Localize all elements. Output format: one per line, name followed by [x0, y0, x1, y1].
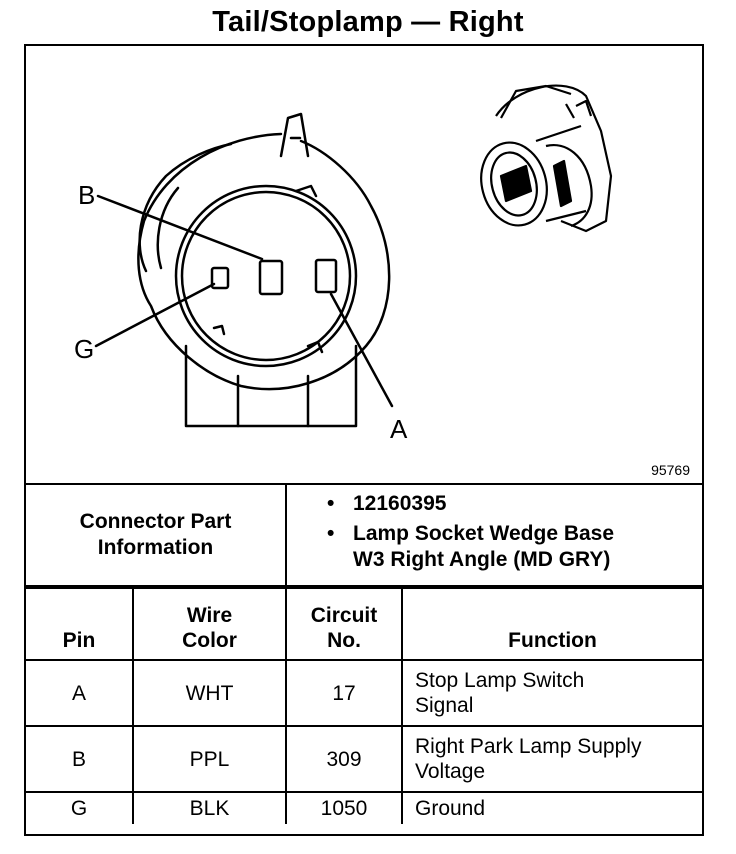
part-description-line1: Lamp Socket Wedge Base [353, 522, 615, 545]
connector-key-top [294, 184, 318, 198]
bullet-icon: • [327, 492, 335, 515]
connector-base [184, 344, 358, 428]
connector-part-info-list: • 12160395 • Lamp Socket Wedge Base W3 R… [287, 485, 702, 585]
label-g: G [74, 334, 94, 364]
part-description: Lamp Socket Wedge Base W3 Right Angle (M… [353, 521, 702, 573]
header-function: Function [401, 587, 702, 661]
list-item: • Lamp Socket Wedge Base W3 Right Angle … [287, 521, 702, 573]
cell-circuit: 1050 [285, 791, 403, 824]
connector-outer-shell [137, 132, 391, 391]
cell-circuit: 17 [285, 659, 403, 727]
cell-function: Stop Lamp Switch Signal [401, 659, 702, 727]
connector-left-arm [138, 142, 233, 273]
info-label-line1: Connector Part [79, 510, 232, 533]
pin-g-terminal [210, 266, 230, 290]
header-wire-color-line1: Wire [186, 604, 233, 627]
header-circuit-line1: Circuit [310, 604, 378, 627]
part-description-line2: W3 Right Angle (MD GRY) [353, 548, 611, 571]
cell-color: BLK [132, 791, 287, 824]
connector-diagram: B G A 95769 [26, 46, 702, 483]
table-row: A WHT 17 Stop Lamp Switch Signal [26, 659, 702, 727]
figure-number: 95769 [651, 462, 690, 478]
cell-function-line1: Right Park Lamp Supply [415, 735, 642, 758]
connector-latch [279, 112, 310, 158]
table-header-row: Pin Wire Color Circuit No. Function [26, 587, 702, 661]
cell-function-line2: Voltage [415, 760, 486, 783]
leader-line-a [329, 292, 394, 408]
cell-function: Ground [401, 791, 702, 824]
connector-part-info-label: Connector Part Information [26, 485, 287, 585]
connector-iso-drawing [480, 84, 613, 233]
connector-frame: B G A 95769 Connector Part Information •… [24, 44, 704, 836]
header-wire-color-line2: Color [182, 629, 237, 652]
header-circuit: Circuit No. [285, 587, 403, 661]
header-pin: Pin [26, 587, 134, 661]
table-row: G BLK 1050 Ground [26, 791, 702, 824]
cell-circuit: 309 [285, 725, 403, 793]
part-number: 12160395 [353, 492, 447, 515]
cell-pin: A [26, 659, 134, 727]
header-circuit-line2: No. [327, 629, 361, 652]
connector-inner-ring [174, 184, 358, 368]
cell-pin: B [26, 725, 134, 793]
bullet-icon: • [327, 522, 335, 545]
connector-base-ribs [236, 374, 310, 428]
pin-b-terminal [258, 259, 284, 296]
connector-key-bottom [212, 324, 324, 354]
cell-pin: G [26, 791, 134, 824]
cell-function: Right Park Lamp Supply Voltage [401, 725, 702, 793]
list-item: • 12160395 [287, 491, 702, 517]
cell-function-line2: Signal [415, 694, 474, 717]
leader-line-b [96, 194, 264, 261]
table-row: B PPL 309 Right Park Lamp Supply Voltage [26, 725, 702, 793]
connector-part-info: Connector Part Information • 12160395 • … [26, 483, 702, 587]
pin-a-terminal [314, 258, 338, 294]
pin-table: Pin Wire Color Circuit No. Function A WH… [26, 587, 702, 824]
label-a: A [390, 414, 408, 444]
header-wire-color: Wire Color [132, 587, 287, 661]
cell-color: WHT [132, 659, 287, 727]
connector-face-drawing: B G A [74, 84, 613, 444]
info-label-line2: Information [97, 536, 214, 559]
leader-line-g [94, 282, 216, 348]
cell-color: PPL [132, 725, 287, 793]
cell-function-line1: Stop Lamp Switch [415, 669, 585, 692]
label-b: B [78, 180, 95, 210]
page-title: Tail/Stoplamp — Right [212, 6, 524, 38]
connector-inner-ring-2 [180, 190, 352, 362]
